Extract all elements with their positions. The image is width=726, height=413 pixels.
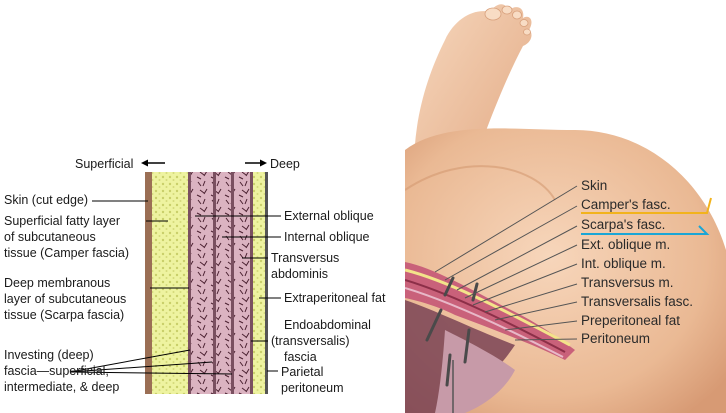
label-camper-2: of subcutaneous <box>4 230 96 244</box>
label-transversus-m: Transversus m. <box>581 275 674 290</box>
label-parietal-2: peritoneum <box>281 381 344 395</box>
scarpa-membrane <box>188 172 191 394</box>
label-extraperitoneal-fat: Extraperitoneal fat <box>284 291 386 305</box>
label-internal-oblique: Internal oblique <box>284 230 370 244</box>
infant-drawing <box>405 4 726 413</box>
label-scarpas-fasc: Scarpa's fasc. <box>581 217 666 232</box>
label-camper-3: tissue (Camper fascia) <box>4 246 130 260</box>
camper-fat-layer <box>152 172 188 394</box>
label-camper-1: Superficial fatty layer <box>4 214 121 228</box>
label-investing-2: fascia—superficial, <box>4 364 109 378</box>
label-deep: Deep <box>270 157 300 171</box>
skin-layer <box>145 172 152 394</box>
label-endoabdominal-1: Endoabdominal <box>284 318 371 332</box>
extraperitoneal-fat-layer <box>253 172 265 394</box>
external-oblique-layer <box>191 172 213 394</box>
label-transversalis-fasc: Transversalis fasc. <box>581 294 694 309</box>
label-ext-oblique: Ext. oblique m. <box>581 237 671 252</box>
transversus-layer <box>234 172 250 394</box>
label-peritoneum: Peritoneum <box>581 331 651 346</box>
label-endoabdominal-3: fascia <box>284 350 317 364</box>
label-parietal-1: Parietal <box>281 365 324 379</box>
label-skin-cut-edge: Skin (cut edge) <box>4 193 89 207</box>
label-int-oblique: Int. oblique m. <box>581 256 666 271</box>
label-superficial: Superficial <box>75 157 134 171</box>
label-scarpa-2: layer of subcutaneous <box>4 292 127 306</box>
label-transversus-1: Transversus <box>271 251 340 265</box>
label-preperitoneal-fat: Preperitoneal fat <box>581 313 681 328</box>
label-investing-3: intermediate, & deep <box>4 380 120 394</box>
camper-highlight <box>581 197 712 214</box>
scarpa-highlight <box>581 225 710 235</box>
label-scarpa-1: Deep membranous <box>4 276 111 290</box>
internal-oblique-layer <box>216 172 231 394</box>
label-campers-fasc: Camper's fasc. <box>581 197 671 212</box>
infant-abdominal-wall-illustration: Skin Camper's fasc. Scarpa's fasc. Ext. … <box>405 0 726 413</box>
label-scarpa-3: tissue (Scarpa fascia) <box>4 308 125 322</box>
abdominal-wall-layers-diagram: Superficial Deep Skin (cut edge) Superfi… <box>4 157 386 395</box>
label-investing-1: Investing (deep) <box>4 348 94 362</box>
label-transversus-2: abdominis <box>271 267 328 281</box>
layers-drawing <box>69 159 281 394</box>
label-external-oblique: External oblique <box>284 209 374 223</box>
label-endoabdominal-2: (transversalis) <box>271 334 350 348</box>
label-skin: Skin <box>581 178 608 193</box>
